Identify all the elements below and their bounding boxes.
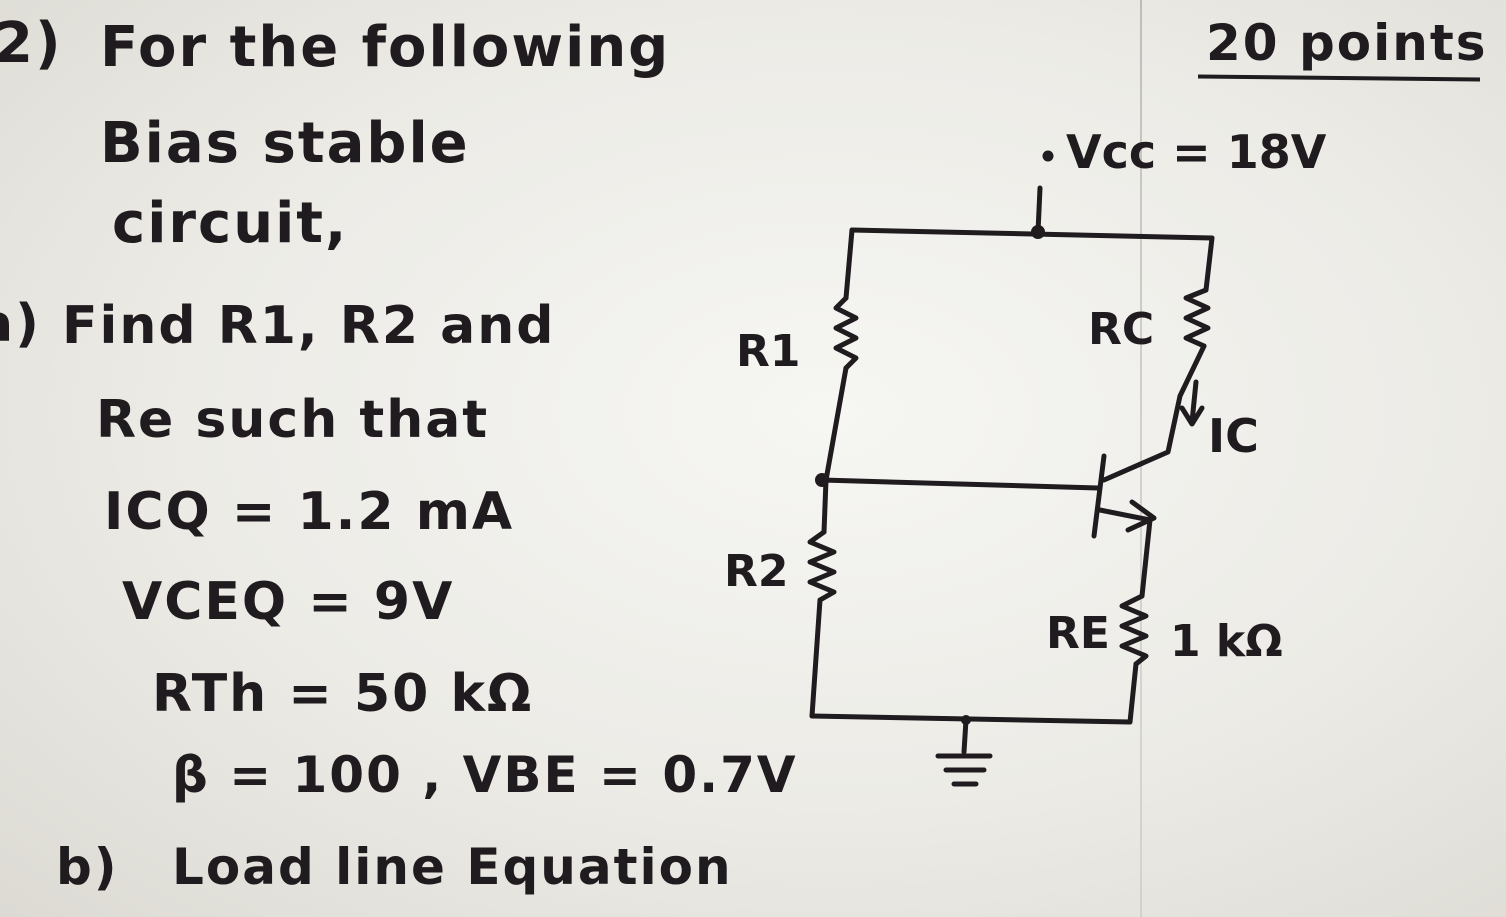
re-value: 1 kΩ <box>1170 616 1283 667</box>
r2-label: R2 <box>724 546 789 597</box>
collector-wire <box>1101 343 1207 483</box>
given-rth: RTh = 50 kΩ <box>152 664 534 724</box>
given-vceq: VCEQ = 9V <box>122 572 455 632</box>
rc-label: RC <box>1088 304 1154 355</box>
base-wire <box>819 477 1101 491</box>
right-wire-bottom <box>1127 661 1139 725</box>
ic-label: IC <box>1208 409 1259 463</box>
points-label: 20 points <box>1206 14 1488 72</box>
emitter-arrow <box>1125 499 1157 533</box>
part-a-line-2: Re such that <box>96 390 490 450</box>
ic-arrow <box>1179 379 1205 427</box>
re-resistor <box>1119 593 1149 667</box>
question-line-1: For the following <box>100 15 671 80</box>
rc-resistor <box>1183 287 1211 349</box>
re-label: RE <box>1046 608 1110 659</box>
vcc-wire <box>1035 185 1043 235</box>
part-b-line-1: Load line Equation <box>172 838 733 896</box>
vcc-label: Vcc = 18V <box>1066 125 1327 179</box>
bottom-rail-wire <box>809 713 1133 725</box>
paper-crease <box>1140 0 1142 917</box>
ground-symbol <box>935 753 993 787</box>
transistor-base-bar <box>1091 453 1107 539</box>
part-b-label: b) <box>56 838 119 896</box>
r1-label: R1 <box>736 326 801 377</box>
part-a-label: a) <box>0 294 41 354</box>
part-a-line-1: Find R1, R2 and <box>62 296 556 356</box>
given-icq: ICQ = 1.2 mA <box>104 482 515 542</box>
vcc-terminal <box>1042 150 1054 162</box>
question-line-2: Bias stable <box>100 111 470 176</box>
left-wire-mid <box>823 365 849 483</box>
junction-dot-base <box>815 473 829 487</box>
r1-resistor <box>833 295 859 371</box>
junction-dot-top <box>1031 225 1045 239</box>
left-wire-mid2 <box>821 477 829 535</box>
left-wire-top <box>843 227 855 301</box>
junction-dot-ground <box>961 715 971 725</box>
right-wire-top <box>1203 235 1215 293</box>
question-number: 2) <box>0 11 63 76</box>
ground-wire <box>961 717 969 755</box>
left-wire-bottom <box>809 597 823 719</box>
given-beta-vbe: β = 100 , VBE = 0.7V <box>172 746 798 804</box>
r2-resistor <box>807 529 837 603</box>
question-line-3: circuit, <box>112 191 349 256</box>
